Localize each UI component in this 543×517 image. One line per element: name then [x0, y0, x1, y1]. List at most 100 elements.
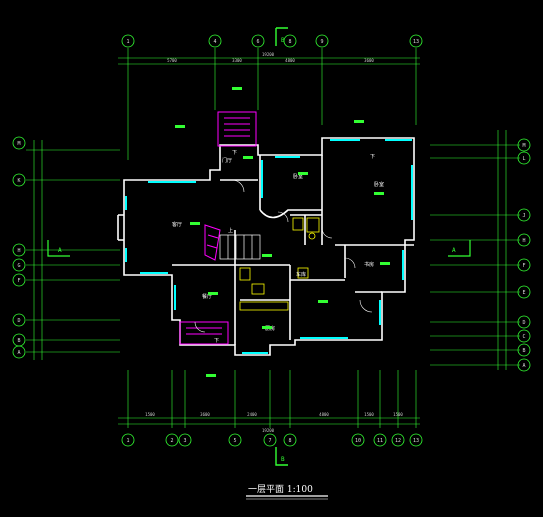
axis-left-bubbles: M K H GF D BA — [12, 136, 26, 359]
axis-left-bubble-K: K — [12, 173, 26, 187]
axis-right-bubble-E-label: E — [522, 290, 525, 296]
axis-top-bubble-8: 8 — [283, 34, 297, 48]
axis-left-bubble-G-label: G — [17, 263, 20, 269]
dimension-bottom-3: 4800 — [319, 412, 329, 417]
axis-bottom-bubble-1-label: 1 — [126, 438, 129, 444]
axis-bottom-bubble-2-label: 2 — [170, 438, 173, 444]
axis-bottom-bubble-10: 10 — [351, 433, 365, 447]
axis-top-bubble-9: 9 — [315, 34, 329, 48]
room-label-living: 客厅 — [172, 221, 182, 228]
axis-right-bubble-M-label: M — [522, 143, 525, 149]
stair-down-label-2: 下 — [370, 154, 375, 160]
axis-right-bubble-H: H — [517, 233, 531, 247]
axis-right-bubble-F: F — [517, 258, 531, 272]
axis-bottom-bubble-12: 12 — [391, 433, 405, 447]
dimension-top-0: 5700 — [167, 58, 177, 63]
axis-left-bubble-A: A — [12, 345, 26, 359]
axis-left-bubble-A-label: A — [17, 350, 20, 356]
stair-up-label: 上 — [228, 227, 233, 234]
axis-right-bubble-L: L — [517, 151, 531, 165]
dimension-top-3: 3600 — [364, 58, 374, 63]
axis-left-bubble-B-label: B — [17, 338, 20, 344]
axis-bottom-bubble-13: 13 — [409, 433, 423, 447]
grid-lines — [26, 48, 520, 428]
dimension-bottom-total: 19200 — [262, 428, 275, 433]
axis-top-bubble-4-label: 4 — [213, 39, 216, 45]
section-marker-bottom: B — [275, 447, 288, 466]
drawing-title: 一层平面 1:100 — [248, 484, 313, 495]
axis-bottom-bubble-5: 5 — [228, 433, 242, 447]
axis-left-bubble-B: B — [12, 333, 26, 347]
axis-bottom-bubble-2: 2 — [165, 433, 179, 447]
axis-top-bubble-1-label: 1 — [126, 39, 129, 45]
dimension-bottom-2: 2400 — [247, 412, 257, 417]
dimension-top-total: 19200 — [262, 52, 275, 57]
axis-left-bubble-F: F — [12, 273, 26, 287]
axis-top-bubble-8-label: 8 — [288, 39, 291, 45]
axis-top-bubble-1: 1 — [121, 34, 135, 48]
dimensions-top: 5700 3300 4800 3600 — [167, 58, 374, 63]
axis-right-bubble-J-label: J — [522, 213, 525, 219]
axis-bottom-bubble-8: 8 — [283, 433, 297, 447]
room-label-study: 书房 — [364, 261, 374, 268]
axis-right-bubble-L-label: L — [522, 156, 525, 162]
axis-right-bubble-B: B — [517, 343, 531, 357]
stair-down-label-1: 下 — [232, 150, 237, 156]
dimension-top-2: 4800 — [285, 58, 295, 63]
axis-bottom-bubble-10-label: 10 — [355, 438, 361, 444]
axis-right-bubble-F-label: F — [522, 263, 525, 269]
axis-right-bubble-E: E — [517, 285, 531, 299]
axis-right-bubble-H-label: H — [522, 238, 525, 244]
axis-left-bubble-M-label: M — [17, 141, 20, 147]
entry-steps — [179, 111, 257, 345]
axis-right-bubble-C-label: C — [522, 334, 525, 340]
door-swings — [194, 179, 373, 333]
room-label-bedroom-right: 卧室 — [374, 181, 384, 188]
axis-bottom-bubble-7-label: 7 — [268, 438, 271, 444]
axis-bottom-bubble-11-label: 11 — [377, 438, 383, 444]
axis-top-bubble-13-label: 13 — [413, 39, 419, 45]
axis-right-bubble-A-label: A — [522, 363, 525, 369]
axis-right-bubble-C: C — [517, 329, 531, 343]
axis-left-bubble-H-label: H — [17, 248, 20, 254]
room-label-bedroom-left: 卧室 — [293, 173, 303, 180]
axis-bottom-bubble-13-label: 13 — [413, 438, 419, 444]
axis-top-bubbles: 1 4 6 8 9 13 — [121, 34, 423, 48]
dimensions-bottom: 1500 3600 2400 4800 1500 1500 — [145, 412, 403, 417]
axis-right-bubble-D: D — [517, 315, 531, 329]
axis-top-bubble-6: 6 — [251, 34, 265, 48]
axis-top-bubble-4: 4 — [208, 34, 222, 48]
axis-right-bubbles: M L J H F E D C B A — [517, 138, 531, 372]
dimension-bottom-0: 1500 — [145, 412, 155, 417]
stair-down-label-3: 下 — [214, 338, 219, 344]
axis-left-bubble-D-label: D — [17, 318, 20, 324]
axis-left-bubble-G: G — [12, 258, 26, 272]
interior-stair — [219, 234, 261, 260]
axis-bottom-bubble-7: 7 — [263, 433, 277, 447]
dimension-bottom-5: 1500 — [393, 412, 403, 417]
room-label-dining: 餐厅 — [202, 293, 212, 300]
axis-left-bubble-M: M — [12, 136, 26, 150]
elevation-marks — [175, 87, 390, 377]
axis-bottom-bubble-3: 3 — [178, 433, 192, 447]
section-marker-left: A — [47, 240, 70, 257]
room-label-garage: 车库 — [296, 271, 306, 278]
axis-top-bubble-6-label: 6 — [256, 39, 259, 45]
axis-bottom-bubble-11: 11 — [373, 433, 387, 447]
section-marker-top-label: B — [281, 37, 285, 44]
section-marker-bottom-label: B — [281, 456, 285, 463]
axis-left-bubble-H: H — [12, 243, 26, 257]
axis-left-bubble-D: D — [12, 313, 26, 327]
section-marker-right: A — [448, 240, 471, 257]
dimension-bottom-1: 3600 — [200, 412, 210, 417]
axis-bottom-bubble-8-label: 8 — [288, 438, 291, 444]
axis-right-bubble-B-label: B — [522, 348, 525, 354]
section-marker-left-label: A — [58, 247, 62, 254]
axis-right-bubble-D-label: D — [522, 320, 525, 326]
dimension-top-1: 3300 — [232, 58, 242, 63]
axis-right-bubble-J: J — [517, 208, 531, 222]
dimension-bottom-4: 1500 — [364, 412, 374, 417]
axis-left-bubble-K-label: K — [17, 178, 20, 184]
